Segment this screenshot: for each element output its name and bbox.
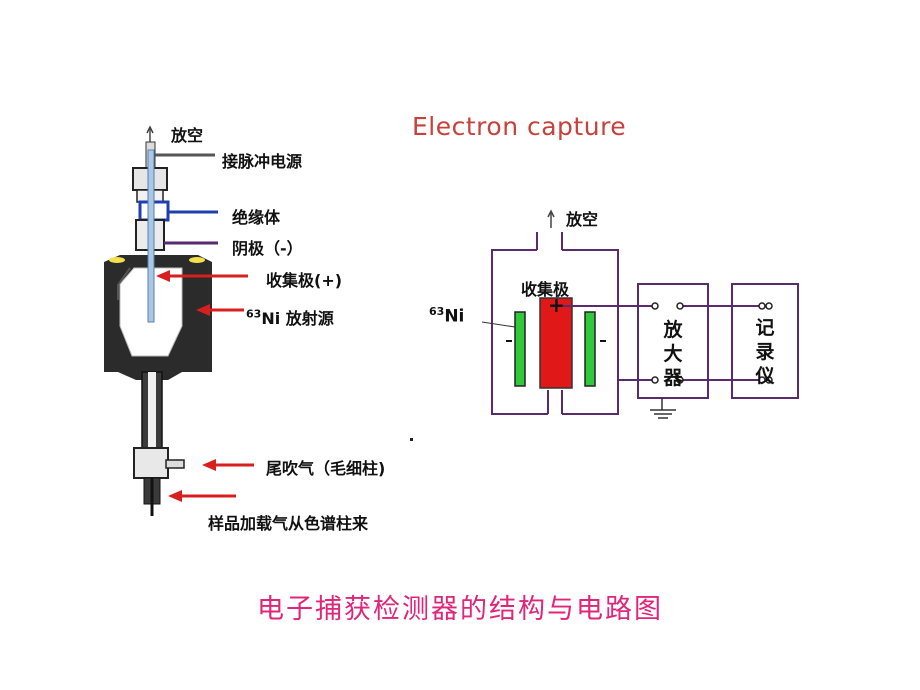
diagram-title: Electron capture xyxy=(412,112,627,141)
collector-electrode-red xyxy=(539,297,573,389)
ground-icon xyxy=(650,398,676,419)
circuit-collector-label: 收集极 xyxy=(521,280,570,299)
ni-electrode-right xyxy=(584,311,596,387)
circuit-vent-label: 放空 xyxy=(566,210,599,229)
pulse-source-label: 接脉冲电源 xyxy=(222,152,303,171)
cathode-label: 阴极（-） xyxy=(232,239,303,258)
vent-label: 放空 xyxy=(171,126,204,145)
terminal-dots xyxy=(651,302,773,384)
makeup-gas-arrow-icon xyxy=(202,459,254,471)
chamber-outline xyxy=(491,249,548,415)
diagram-caption: 电子捕获检测器的结构与电路图 xyxy=(257,594,663,625)
circuit-vent-arrow-icon xyxy=(547,209,555,228)
sample-gas-label: 样品加载气从色谱柱来 xyxy=(208,514,369,533)
collector-electrode xyxy=(147,149,155,323)
recorder-label: 记录仪 xyxy=(755,317,775,387)
circuit-ni-label: 63Ni xyxy=(429,305,465,327)
vent-arrow-icon xyxy=(146,125,154,142)
insulator-label: 绝缘体 xyxy=(232,208,281,227)
collector-arrow-icon xyxy=(156,270,248,282)
ni-source-label: 63Ni 放射源 xyxy=(246,307,334,328)
ni-electrode-left xyxy=(514,311,526,387)
ni-source-arrow-icon xyxy=(196,304,244,316)
collector-plus-sign: + xyxy=(548,293,565,317)
makeup-gas-label: 尾吹气（毛细柱) xyxy=(266,459,386,478)
sample-gas-arrow-icon xyxy=(168,490,236,502)
amplifier-label: 放大器 xyxy=(663,319,683,389)
collector-label: 收集极(+) xyxy=(266,271,343,290)
